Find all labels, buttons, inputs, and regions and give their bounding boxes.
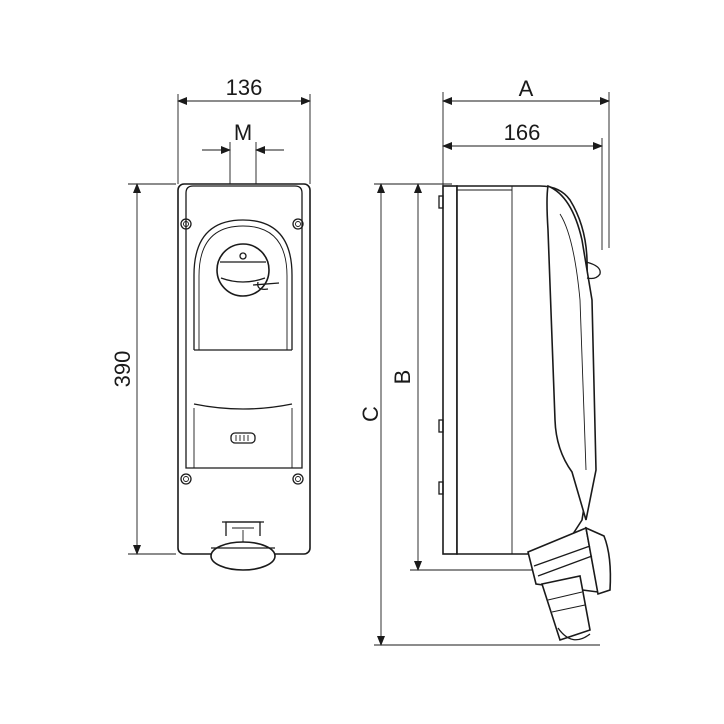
knob-side-icon [585,261,601,280]
front-cover [546,184,597,521]
dimension-label-height: 390 [110,351,135,388]
dimension-label-c: C [358,406,383,422]
enclosure-outline [177,183,311,555]
vent-icon [230,432,256,444]
dimension-label-166: 166 [504,120,541,145]
rotary-switch-icon [216,243,280,297]
dimension-label-b: B [390,370,415,385]
switch-window [193,219,293,350]
dimension-label-m: M [234,120,252,145]
screw-icon [180,218,304,485]
front-view: 136 M 390 [110,75,311,571]
band-curve [193,403,293,410]
dimension-label-a: A [519,76,534,101]
switch-window-inner [198,225,288,350]
side-view: A 166 B C [358,76,612,646]
cover-panel [185,185,303,469]
back-plate [442,185,458,555]
socket-icon [210,521,276,571]
angled-socket-icon [527,526,612,642]
dimension-label-width: 136 [226,75,263,100]
